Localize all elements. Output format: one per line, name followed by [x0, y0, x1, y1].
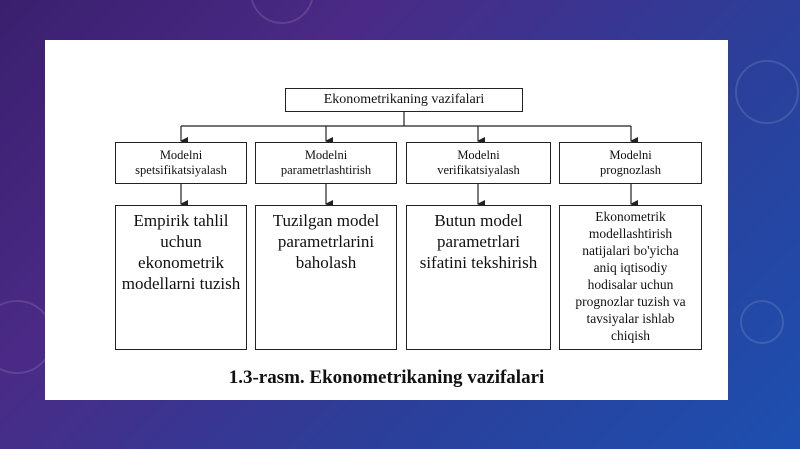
header-label-3: Modelni verifikatsiyalash	[437, 148, 520, 177]
decor-circle	[740, 300, 784, 344]
header-label-1: Modelni spetsifikatsiyalash	[135, 148, 227, 177]
header-box-1: Modelni spetsifikatsiyalash	[115, 142, 247, 184]
description-box-3: Butun model parametrlari sifatini tekshi…	[406, 205, 551, 350]
description-box-1: Empirik tahlil uchun ekonometrik modella…	[115, 205, 247, 350]
description-box-2: Tuzilgan model parametrlarini baholash	[255, 205, 397, 350]
description-text-1: Empirik tahlil uchun ekonometrik modella…	[121, 211, 241, 293]
figure-caption: 1.3-rasm. Ekonometrikaning vazifalari	[228, 367, 545, 388]
decor-circle	[250, 0, 314, 24]
slide-panel: Ekonometrikaning vazifalari Modelni spet…	[45, 40, 728, 400]
header-label-2: Modelni parametrlashtirish	[280, 148, 372, 177]
description-text-2: Tuzilgan model parametrlarini baholash	[272, 211, 380, 272]
description-box-4: Ekonometrik modellashtirish natijalari b…	[559, 205, 702, 350]
header-box-3: Modelni verifikatsiyalash	[406, 142, 551, 184]
header-box-4: Modelni prognozlash	[559, 142, 702, 184]
header-label-4: Modelni prognozlash	[599, 148, 662, 177]
diagram-title-box: Ekonometrikaning vazifalari	[285, 88, 523, 112]
header-box-2: Modelni parametrlashtirish	[255, 142, 397, 184]
decor-circle	[735, 60, 799, 124]
description-text-3: Butun model parametrlari sifatini tekshi…	[419, 211, 538, 272]
connector-lines	[180, 112, 638, 208]
diagram-title: Ekonometrikaning vazifalari	[323, 92, 485, 107]
description-text-4: Ekonometrik modellashtirish natijalari b…	[575, 209, 686, 343]
